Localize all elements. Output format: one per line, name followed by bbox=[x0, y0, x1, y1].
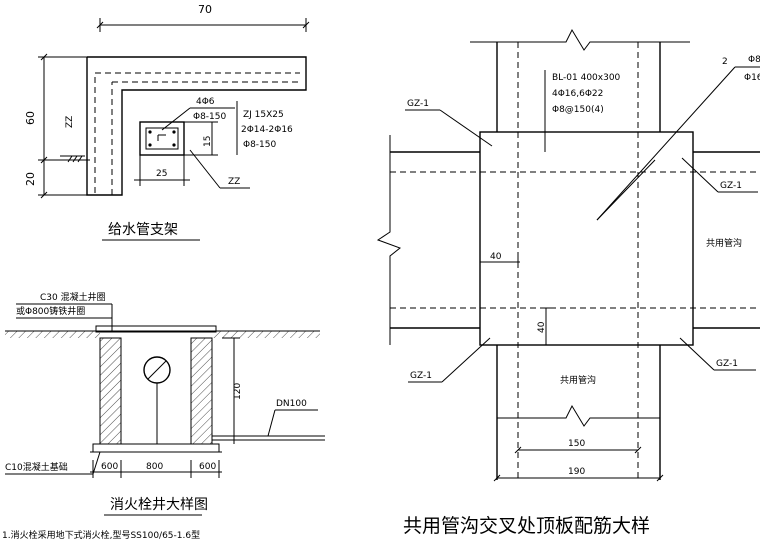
caption-trench-crossing: 共用管沟交叉处顶板配筋大样 bbox=[403, 515, 650, 537]
depth-dim: 120 bbox=[233, 383, 243, 400]
zz-label-right: ZZ bbox=[228, 177, 240, 187]
bottom-dim-2: 800 bbox=[146, 462, 163, 472]
dim-150: 150 bbox=[568, 439, 585, 449]
well-wall-left bbox=[99, 337, 122, 445]
rebar-leader-diagonal bbox=[596, 66, 736, 221]
base-note: C10混凝土基础 bbox=[5, 461, 68, 473]
crossing-slab bbox=[479, 131, 694, 346]
caption-hydrant-well: 消火栓井大样图 bbox=[110, 497, 208, 513]
corner-rebar-1: Φ8 bbox=[748, 55, 760, 65]
beam-rebar-stirrup: Φ8-150 bbox=[193, 112, 227, 122]
cover-note-1: C30 混凝土井圈 bbox=[40, 291, 106, 303]
gz-bottom-left: GZ-1 bbox=[410, 371, 432, 381]
break-line-bottom bbox=[497, 404, 660, 427]
hydrant-well-detail: C30 混凝土井圈 或Φ800铸铁井圈 120 DN100 C10混凝土基础 bbox=[2, 291, 325, 541]
beam-rebar-main: 4Φ6 bbox=[196, 97, 215, 107]
beam-rebar2: Φ8@150(4) bbox=[552, 105, 604, 115]
bottom-dim-1: 600 bbox=[101, 462, 118, 472]
cover-ring bbox=[95, 325, 217, 333]
dim-width: 70 bbox=[198, 3, 212, 16]
gz-top-right: GZ-1 bbox=[720, 181, 742, 191]
pipe-label: DN100 bbox=[276, 399, 307, 409]
corner-rebar-2: Φ16 bbox=[744, 73, 760, 83]
cover-note-2: 或Φ800铸铁井圈 bbox=[16, 305, 85, 317]
zj-label: ZJ 15X25 bbox=[243, 110, 284, 120]
dim-beam-h: 15 bbox=[203, 136, 213, 147]
beam-rebar1: 4Φ16,6Φ22 bbox=[552, 89, 603, 99]
ground-hatch-right bbox=[212, 331, 320, 338]
dim-40-v: 40 bbox=[537, 321, 547, 333]
side-label: 共用管沟 bbox=[706, 237, 742, 249]
gz-bottom-right: GZ-1 bbox=[716, 359, 738, 369]
break-line-left bbox=[376, 135, 402, 345]
ground-hatch-left bbox=[5, 331, 100, 338]
bottom-label: 共用管沟 bbox=[560, 374, 596, 386]
well-wall-right bbox=[190, 337, 213, 445]
support-rebar bbox=[94, 72, 300, 193]
zj-rebar1: 2Φ14-2Φ16 bbox=[241, 125, 293, 135]
break-line-top bbox=[470, 28, 690, 51]
corner-rebar-num: 2 bbox=[722, 57, 728, 67]
dim-beam-w: 25 bbox=[156, 169, 167, 179]
trench-crossing-detail: 2 Φ8 Φ16 BL-01 400x300 4Φ16,6Φ22 Φ8@150(… bbox=[376, 28, 760, 537]
dim-height-top: 60 bbox=[24, 111, 37, 125]
zj-rebar2: Φ8-150 bbox=[243, 140, 277, 150]
zz-label-left: ZZ bbox=[65, 116, 75, 128]
beam-label: BL-01 400x300 bbox=[552, 73, 621, 83]
beam-section bbox=[139, 121, 185, 156]
bottom-dim-3: 600 bbox=[199, 462, 216, 472]
beam-stirrup bbox=[145, 127, 179, 150]
gz-top-left: GZ-1 bbox=[407, 99, 429, 109]
pipe-support-detail: 70 60 20 ZZ 4Φ6 Φ8-150 bbox=[24, 3, 310, 241]
dim-height-bottom: 20 bbox=[24, 172, 37, 186]
well-base bbox=[92, 443, 220, 453]
dim-40-h: 40 bbox=[490, 252, 502, 262]
footnote: 1.消火栓采用地下式消火栓,型号SS100/65-1.6型 bbox=[2, 529, 200, 541]
caption-pipe-support: 给水管支架 bbox=[108, 222, 178, 238]
dim-190: 190 bbox=[568, 467, 585, 477]
